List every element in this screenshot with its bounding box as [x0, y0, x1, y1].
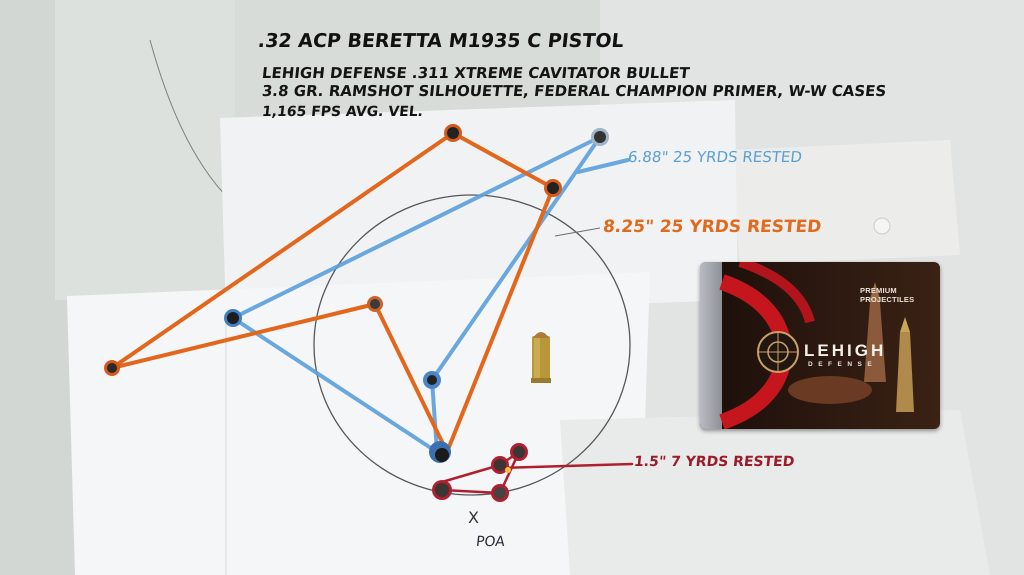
punch-hole — [873, 217, 891, 235]
point-of-aim-label: POA — [475, 534, 506, 550]
velocity-note: 1,165 FPS AVG. VEL. — [261, 104, 424, 120]
red-group-label: 1.5" 7 YRDS RESTED — [633, 454, 796, 470]
orange-group-label: 8.25" 25 YRDS RESTED — [601, 217, 823, 237]
test-title: .32 ACP BERETTA M1935 C PISTOL — [256, 30, 625, 52]
blue-shot-holes — [224, 128, 609, 463]
orange-group-lines — [110, 131, 555, 454]
box-side-panel — [700, 262, 722, 429]
box-tagline: PREMIUM PROJECTILES — [860, 286, 915, 304]
paper-sheet-upper — [220, 100, 738, 318]
load-bullet-note: LEHIGH DEFENSE .311 XTREME CAVITATOR BUL… — [261, 64, 691, 82]
paper-sheet-lower-right — [560, 410, 990, 575]
box-art — [719, 262, 914, 429]
point-of-aim-mark: X — [468, 508, 479, 527]
orange-leader-line — [554, 227, 601, 237]
cartridge — [531, 332, 551, 383]
box-sub-brand: DEFENSE — [808, 361, 878, 368]
red-shot-holes — [432, 443, 528, 502]
paper-sheet-tab — [730, 140, 960, 265]
blue-group-lines — [231, 135, 630, 454]
orange-shot-holes — [104, 124, 562, 376]
load-powder-note: 3.8 GR. RAMSHOT SILHOUETTE, FEDERAL CHAM… — [261, 82, 888, 100]
pencil-target-circle — [313, 194, 631, 496]
blue-group-label: 6.88" 25 YRDS RESTED — [627, 148, 803, 166]
box-brand: LEHIGH — [804, 341, 887, 360]
pencil-arc-back — [149, 39, 231, 201]
ammo-box: PREMIUM PROJECTILES LEHIGH DEFENSE — [700, 262, 940, 429]
paper-sheet-back-left — [55, 0, 235, 300]
